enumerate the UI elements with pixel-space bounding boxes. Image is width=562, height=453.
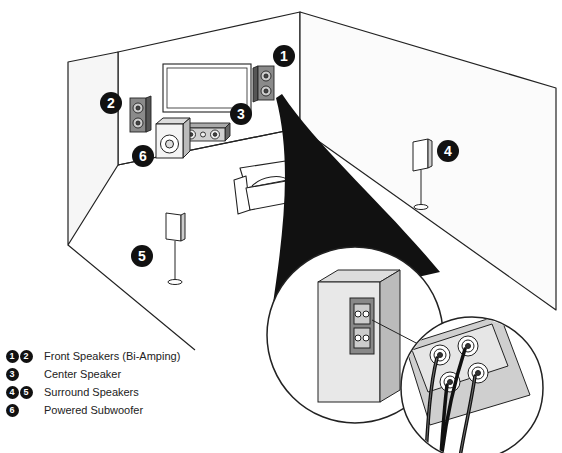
subwoofer — [161, 135, 179, 153]
front-speaker — [146, 96, 151, 132]
front-speaker — [130, 98, 146, 132]
center-speaker — [225, 123, 230, 141]
terminal-inset — [440, 349, 465, 453]
callout-number: 1 — [6, 350, 19, 363]
front-speaker — [136, 106, 140, 110]
zoom-inset — [318, 270, 400, 402]
subwoofer — [166, 140, 174, 148]
terminal-inset — [458, 336, 478, 356]
legend-text: Front Speakers (Bi-Amping) — [44, 349, 180, 363]
left-wall — [68, 52, 118, 245]
zoom-inset — [354, 304, 370, 324]
zoom-inset — [380, 270, 400, 402]
callout-number: 6 — [6, 404, 19, 417]
legend-text: Powered Subwoofer — [44, 403, 143, 417]
front-speaker — [253, 66, 274, 102]
subwoofer — [156, 118, 190, 158]
zoom-inset — [355, 311, 361, 317]
subwoofer — [156, 124, 183, 158]
zoom-inset — [355, 335, 361, 341]
sofa — [252, 177, 288, 186]
surround-speaker — [414, 205, 428, 210]
callout-number: 1 — [273, 45, 295, 67]
callout-number: 2 — [20, 350, 33, 363]
zoom-inset — [318, 282, 380, 402]
center-speaker — [213, 133, 217, 137]
surround-speaker — [181, 213, 185, 241]
surround-speaker — [166, 213, 185, 285]
terminal-inset — [401, 315, 543, 453]
front-speaker — [133, 103, 143, 113]
terminal-inset — [425, 358, 437, 453]
surround-speaker — [428, 139, 432, 168]
terminal-inset — [466, 344, 471, 349]
terminal-inset — [425, 349, 475, 453]
floor-edge — [68, 128, 300, 350]
subwoofer — [183, 118, 190, 158]
front-speaker — [253, 66, 258, 102]
front-speaker — [264, 74, 268, 78]
front-speaker — [261, 71, 271, 81]
legend-text: Surround Speakers — [44, 385, 139, 399]
callout-number: 5 — [20, 386, 33, 399]
zoom-inset — [372, 320, 420, 345]
center-speaker — [201, 132, 206, 137]
terminal-inset — [440, 385, 447, 453]
terminal-inset — [448, 380, 453, 385]
surround-speaker — [168, 280, 182, 285]
terminal-inset — [458, 376, 475, 453]
terminal-inset — [405, 315, 530, 425]
surround-speaker — [413, 139, 428, 171]
terminal-inset — [430, 345, 450, 365]
zoom-inset — [350, 298, 374, 354]
surround-speaker — [166, 213, 181, 241]
television — [167, 68, 247, 108]
terminal-inset — [425, 358, 437, 453]
front-speaker — [258, 66, 274, 100]
callout-number: 4 — [437, 140, 459, 162]
surround-speaker — [421, 170, 422, 206]
front-speaker — [130, 96, 151, 132]
back-wall — [118, 12, 300, 165]
callout-number: 2 — [100, 92, 122, 114]
zoom-inset — [363, 335, 369, 341]
front-speaker — [264, 89, 268, 93]
terminal-inset — [458, 376, 475, 453]
terminal-inset — [405, 315, 530, 453]
callout-number: 4 — [6, 386, 19, 399]
front-speaker — [261, 86, 271, 96]
zoom-inset — [363, 311, 369, 317]
callout-number: 6 — [132, 145, 154, 167]
terminal-inset — [476, 371, 481, 376]
legend-text: Center Speaker — [44, 367, 121, 381]
front-speaker — [133, 118, 143, 128]
terminal-inset — [412, 324, 508, 392]
callout-number: 3 — [230, 103, 252, 125]
callout-number: 5 — [131, 245, 153, 267]
terminal-inset — [468, 363, 488, 383]
zoom-inset — [354, 328, 370, 348]
terminal-inset — [438, 353, 443, 358]
center-speaker — [211, 130, 220, 139]
front-speaker — [136, 121, 140, 125]
terminal-inset — [425, 358, 475, 453]
callout-number: 3 — [6, 368, 19, 381]
surround-speaker — [413, 139, 432, 210]
surround-speaker — [175, 241, 176, 281]
